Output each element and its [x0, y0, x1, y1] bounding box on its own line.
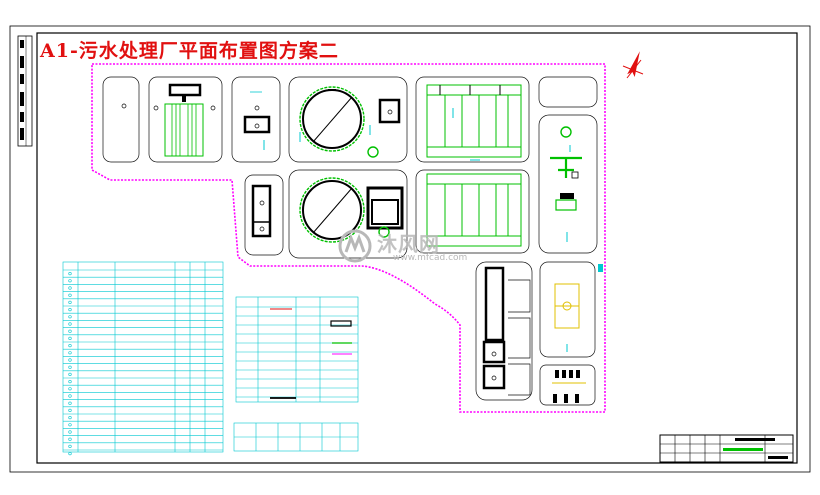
watermark-logo-icon: [338, 229, 372, 263]
watermark-brand: 沐风网: [377, 232, 440, 256]
legend-table: [235, 296, 359, 403]
north-arrow-icon: [622, 51, 644, 79]
inlet-unit: [121, 83, 216, 157]
pump-house: [243, 91, 271, 134]
clarifier-1: [299, 86, 401, 158]
clarifier-2: [299, 177, 404, 243]
road-blocks: [102, 76, 598, 406]
drawing-title: A1-污水处理厂平面布置图方案二: [40, 40, 339, 62]
aeration-tank-1: [426, 84, 522, 158]
dosing-area: [550, 126, 582, 211]
filter-building: [251, 184, 272, 238]
sludge-building: [482, 266, 506, 390]
aeration-tank-2: [426, 173, 522, 247]
watermark: 沐风网 www.mfcad.com: [335, 226, 495, 270]
title-block: [659, 434, 794, 463]
parking-area: [552, 264, 603, 403]
inner-frame: [36, 32, 798, 464]
flow-arrows: [263, 108, 571, 352]
binding-strip: [17, 35, 33, 147]
sports-court: [554, 283, 580, 329]
notes-table: [233, 422, 359, 452]
watermark-url: www.mfcad.com: [393, 253, 468, 263]
outer-frame: [9, 25, 811, 473]
equipment-table: [62, 261, 224, 456]
